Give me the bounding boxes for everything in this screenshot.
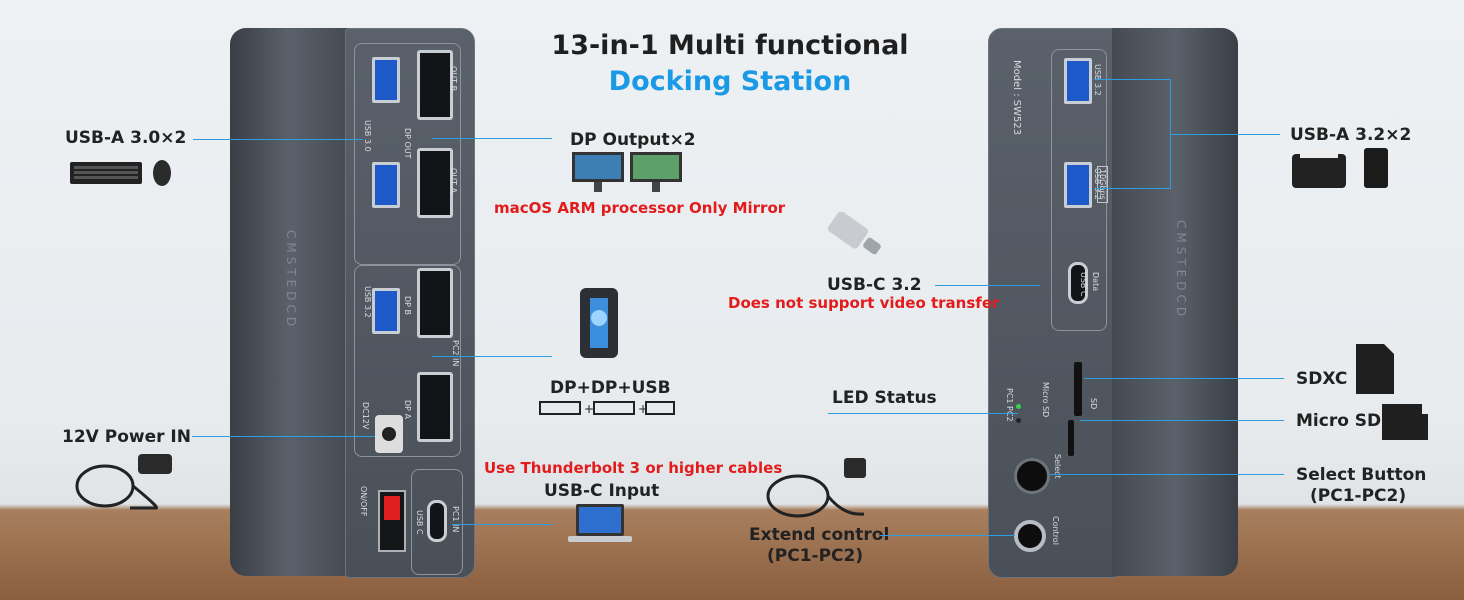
control-label: Control	[1051, 516, 1060, 545]
sd-card-icon	[1356, 344, 1394, 394]
led-pc1	[1016, 404, 1021, 409]
pc1-in-section	[411, 469, 463, 575]
usb-a30-leader	[193, 139, 363, 140]
usb-drive-icon	[827, 212, 881, 255]
page-subtitle: Docking Station	[608, 66, 852, 97]
power-switch[interactable]	[378, 490, 406, 552]
extend-cable-icon	[766, 458, 866, 518]
sd-label: SD	[1089, 398, 1098, 410]
dp-a-input-port[interactable]	[417, 372, 453, 442]
micro-sd-label: Micro SD	[1296, 411, 1382, 431]
sdxc-leader	[1084, 378, 1284, 379]
out-b-label: OUT B	[449, 66, 458, 92]
pc-tower-icon	[580, 288, 618, 358]
dp-out-a-port[interactable]	[417, 148, 453, 218]
micro-sd-leader	[1080, 420, 1284, 421]
keyboard-mouse-icon	[70, 160, 171, 186]
select-button[interactable]	[1014, 458, 1050, 494]
usb30-port-label: USB 3.0	[363, 120, 372, 152]
dc12v-label: DC12V	[361, 402, 370, 430]
thunderbolt-note: Use Thunderbolt 3 or higher cables	[484, 459, 783, 477]
dp-a-label: DP A	[403, 400, 412, 419]
select-button-sub: (PC1-PC2)	[1310, 486, 1407, 506]
dp-output-note: macOS ARM processor Only Mirror	[494, 199, 786, 217]
dc12v-jack[interactable]	[375, 415, 403, 453]
usb32-leader-top	[1094, 79, 1170, 80]
pc2-input-label: DP+DP+USB	[550, 378, 671, 398]
micro-sd-label: Micro SD	[1041, 382, 1050, 418]
usbc-pc1-in-port[interactable]	[427, 500, 447, 542]
select-leader	[1050, 474, 1284, 475]
led-status-label: LED Status	[832, 388, 937, 408]
pc1-in-label: PC1 IN	[451, 506, 460, 533]
pc2-in-section	[354, 265, 461, 457]
usbc-right-label: USB C	[1079, 272, 1088, 297]
usb32-left-label: USB 3.2	[363, 286, 372, 318]
dp-output-label: DP Output×2	[570, 130, 696, 150]
onoff-label: ON/OFF	[359, 486, 368, 517]
data-label: Data	[1091, 272, 1100, 292]
extend-control-label: Extend control	[749, 525, 890, 545]
usb32-leader-bottom	[1094, 188, 1170, 189]
laptop-icon	[568, 504, 632, 542]
usb32-leader-out	[1170, 134, 1280, 135]
usb30-port-2[interactable]	[372, 162, 400, 208]
dp-b-input-port[interactable]	[417, 268, 453, 338]
page-title: 13-in-1 Multi functional	[551, 30, 909, 61]
power-in-leader	[192, 436, 375, 437]
left-dock-side	[230, 28, 350, 576]
printer-drive-icon	[1292, 148, 1388, 188]
micro-sd-icon	[1382, 404, 1428, 440]
usbc-left-label: USB C	[415, 510, 424, 535]
right-dock-side	[1112, 28, 1238, 576]
usb32-port-2[interactable]	[1064, 162, 1092, 208]
usbc-data-port[interactable]	[1068, 262, 1088, 304]
dp-out-b-port[interactable]	[417, 50, 453, 120]
dual-monitor-icon	[572, 152, 682, 192]
usbc-input-leader	[452, 524, 552, 525]
usb-a30-label: USB-A 3.0×2	[65, 128, 187, 148]
svg-text:+: +	[638, 402, 648, 416]
usb32-section	[1051, 49, 1107, 331]
extend-control-leader	[880, 535, 1015, 536]
svg-text:+: +	[584, 402, 594, 416]
sd-card-slot[interactable]	[1074, 362, 1082, 416]
usbc32-label: USB-C 3.2	[827, 275, 922, 295]
right-brand-logo: CMSTEDCD	[1174, 220, 1188, 321]
10gbps-badge: 10Gbps	[1097, 166, 1108, 203]
right-dock-port-panel	[988, 28, 1118, 578]
pc1-pc2-label: PC1 PC2	[1005, 388, 1014, 422]
usb32-pc2-port[interactable]	[372, 288, 400, 334]
usbc-input-label: USB-C Input	[544, 481, 660, 501]
usb32-port-1[interactable]	[1064, 58, 1092, 104]
usb-a32-label: USB-A 3.2×2	[1290, 125, 1412, 145]
usbc32-leader	[935, 285, 1040, 286]
control-jack[interactable]	[1014, 520, 1046, 552]
power-in-label: 12V Power IN	[62, 427, 191, 447]
dp-cable-icon: + +	[539, 401, 675, 416]
out-a-label: OUT A	[449, 168, 458, 194]
select-button-label: Select Button	[1296, 465, 1427, 485]
dp-out-section	[354, 43, 461, 265]
dp-out-label: DP OUT	[403, 128, 412, 159]
extend-control-sub: (PC1-PC2)	[767, 546, 864, 566]
left-brand-logo: CMSTEDCD	[284, 230, 298, 331]
pc2-leader	[432, 356, 552, 357]
usbc32-note: Does not support video transfer	[728, 294, 1000, 312]
left-dock-port-panel	[345, 28, 475, 578]
micro-sd-slot[interactable]	[1068, 420, 1074, 456]
dp-output-leader	[432, 138, 552, 139]
led-pc2	[1016, 418, 1021, 423]
usb30-port-1[interactable]	[372, 57, 400, 103]
sdxc-label: SDXC	[1296, 369, 1348, 389]
model-number: Model : SW523	[1011, 60, 1022, 136]
pc2-in-label: PC2 IN	[451, 340, 460, 367]
dp-b-label: DP B	[403, 296, 412, 316]
power-adapter-icon	[75, 454, 172, 510]
led-status-leader	[828, 413, 1018, 414]
